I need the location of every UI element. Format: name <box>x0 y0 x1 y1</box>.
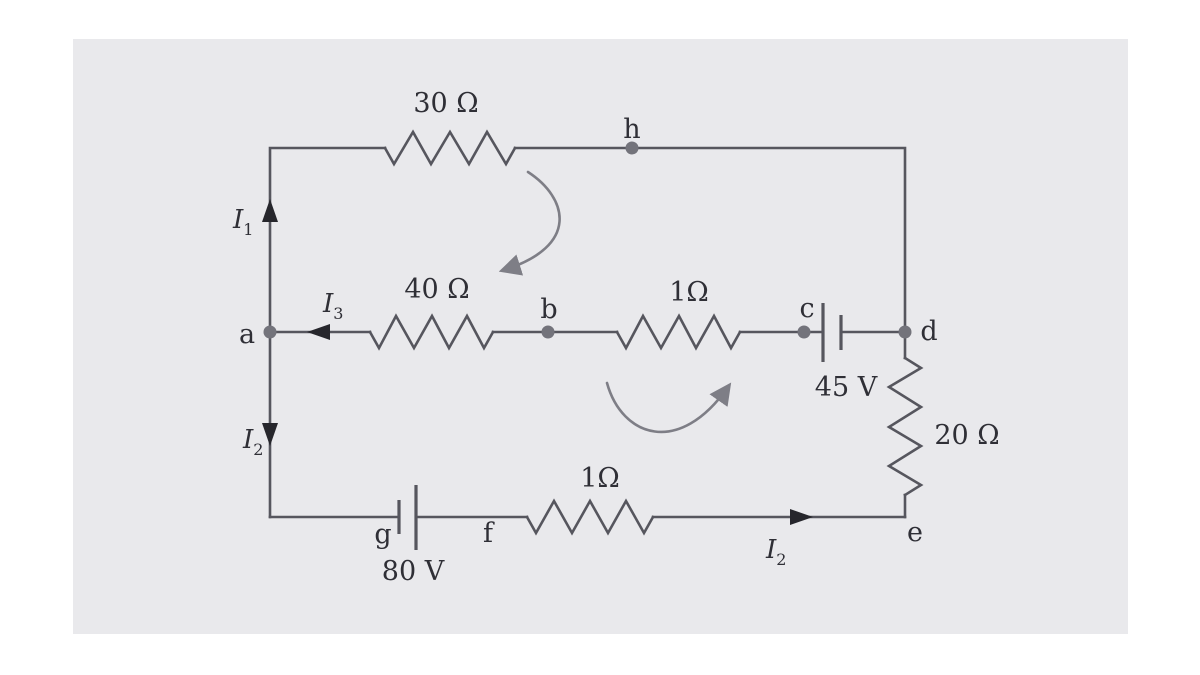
node-h-dot <box>625 141 639 155</box>
node-a-dot <box>263 325 277 339</box>
node-b-dot <box>541 325 555 339</box>
label-current-i3: I3 <box>322 289 343 323</box>
node-c-dot <box>797 325 811 339</box>
label-resistor-30ohm: 30 Ω <box>413 88 478 119</box>
label-resistor-1ohm-bottom: 1Ω <box>580 463 620 494</box>
label-node-a: a <box>239 319 255 350</box>
label-node-f: f <box>483 518 495 549</box>
wire-top-and-right <box>513 146 907 360</box>
resistor-40ohm-zigzag <box>368 313 495 351</box>
resistor-20ohm-zigzag <box>886 356 924 497</box>
resistor-30ohm-zigzag <box>383 129 517 167</box>
loop2-direction-arrow <box>605 381 732 434</box>
label-current-i1: I1 <box>232 205 253 239</box>
label-current-i2-bottom: I2 <box>765 535 786 569</box>
label-node-d: d <box>920 316 937 347</box>
label-node-h: h <box>623 114 640 145</box>
label-node-b: b <box>540 294 557 325</box>
current-i1-up-arrowhead <box>262 199 278 222</box>
current-i2-right-arrowhead <box>790 509 813 525</box>
node-d-dot <box>898 325 912 339</box>
label-resistor-20ohm: 20 Ω <box>934 420 999 451</box>
label-resistor-40ohm: 40 Ω <box>404 274 469 305</box>
label-node-g: g <box>374 519 391 550</box>
loop1-direction-arrow <box>498 170 561 276</box>
label-battery-80v: 80 V <box>382 556 445 587</box>
wire-left-and-topleft <box>268 146 387 519</box>
current-i3-left-arrowhead <box>307 324 330 340</box>
label-resistor-1ohm-mid: 1Ω <box>669 277 709 308</box>
label-node-e: e <box>907 517 923 548</box>
resistor-1ohm-bottom-zigzag <box>525 498 655 536</box>
label-node-c: c <box>799 293 814 324</box>
label-current-i2-left: I2 <box>242 425 263 459</box>
current-i2-down-arrowhead <box>262 423 278 446</box>
figure-panel <box>73 39 1128 634</box>
label-battery-45v: 45 V <box>815 372 878 403</box>
resistor-1ohm-mid-zigzag <box>615 313 742 351</box>
